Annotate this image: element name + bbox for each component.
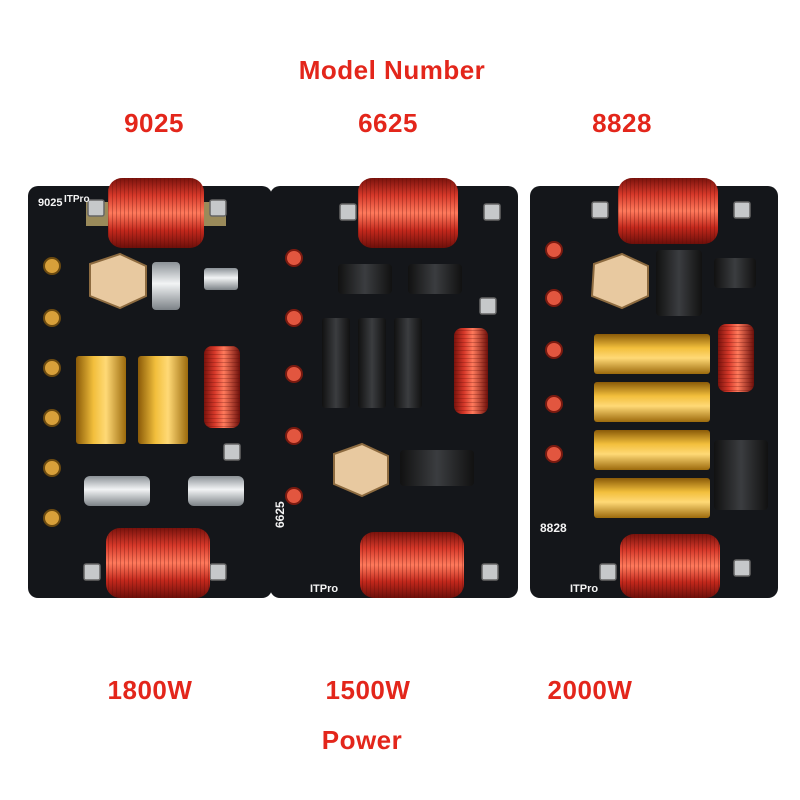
power-rating-1: 1800W [107,675,193,705]
crossover-board-8828: 8828 ITPro [530,178,778,598]
board-photo: 8828 ITPro [530,178,778,598]
svg-text:8828: 8828 [540,521,567,535]
svg-text:9025: 9025 [38,197,62,209]
svg-text:ITPro: ITPro [64,194,90,205]
model-number-2: 6625 [358,108,418,138]
power-rating-3: 2000W [547,675,633,705]
board-photo: 9025 ITPro [28,178,272,598]
svg-text:ITPro: ITPro [310,583,338,595]
svg-text:6625: 6625 [273,501,287,528]
svg-text:ITPro: ITPro [570,583,598,595]
header-title: Model Number [298,55,486,85]
crossover-board-9025: 9025 ITPro [28,178,272,598]
power-rating-2: 1500W [325,675,411,705]
crossover-board-6625: 6625 ITPro [270,178,518,598]
model-number-1: 9025 [124,108,184,138]
board-photo: 6625 ITPro [270,178,518,598]
footer-title: Power [321,725,403,755]
model-number-3: 8828 [592,108,652,138]
